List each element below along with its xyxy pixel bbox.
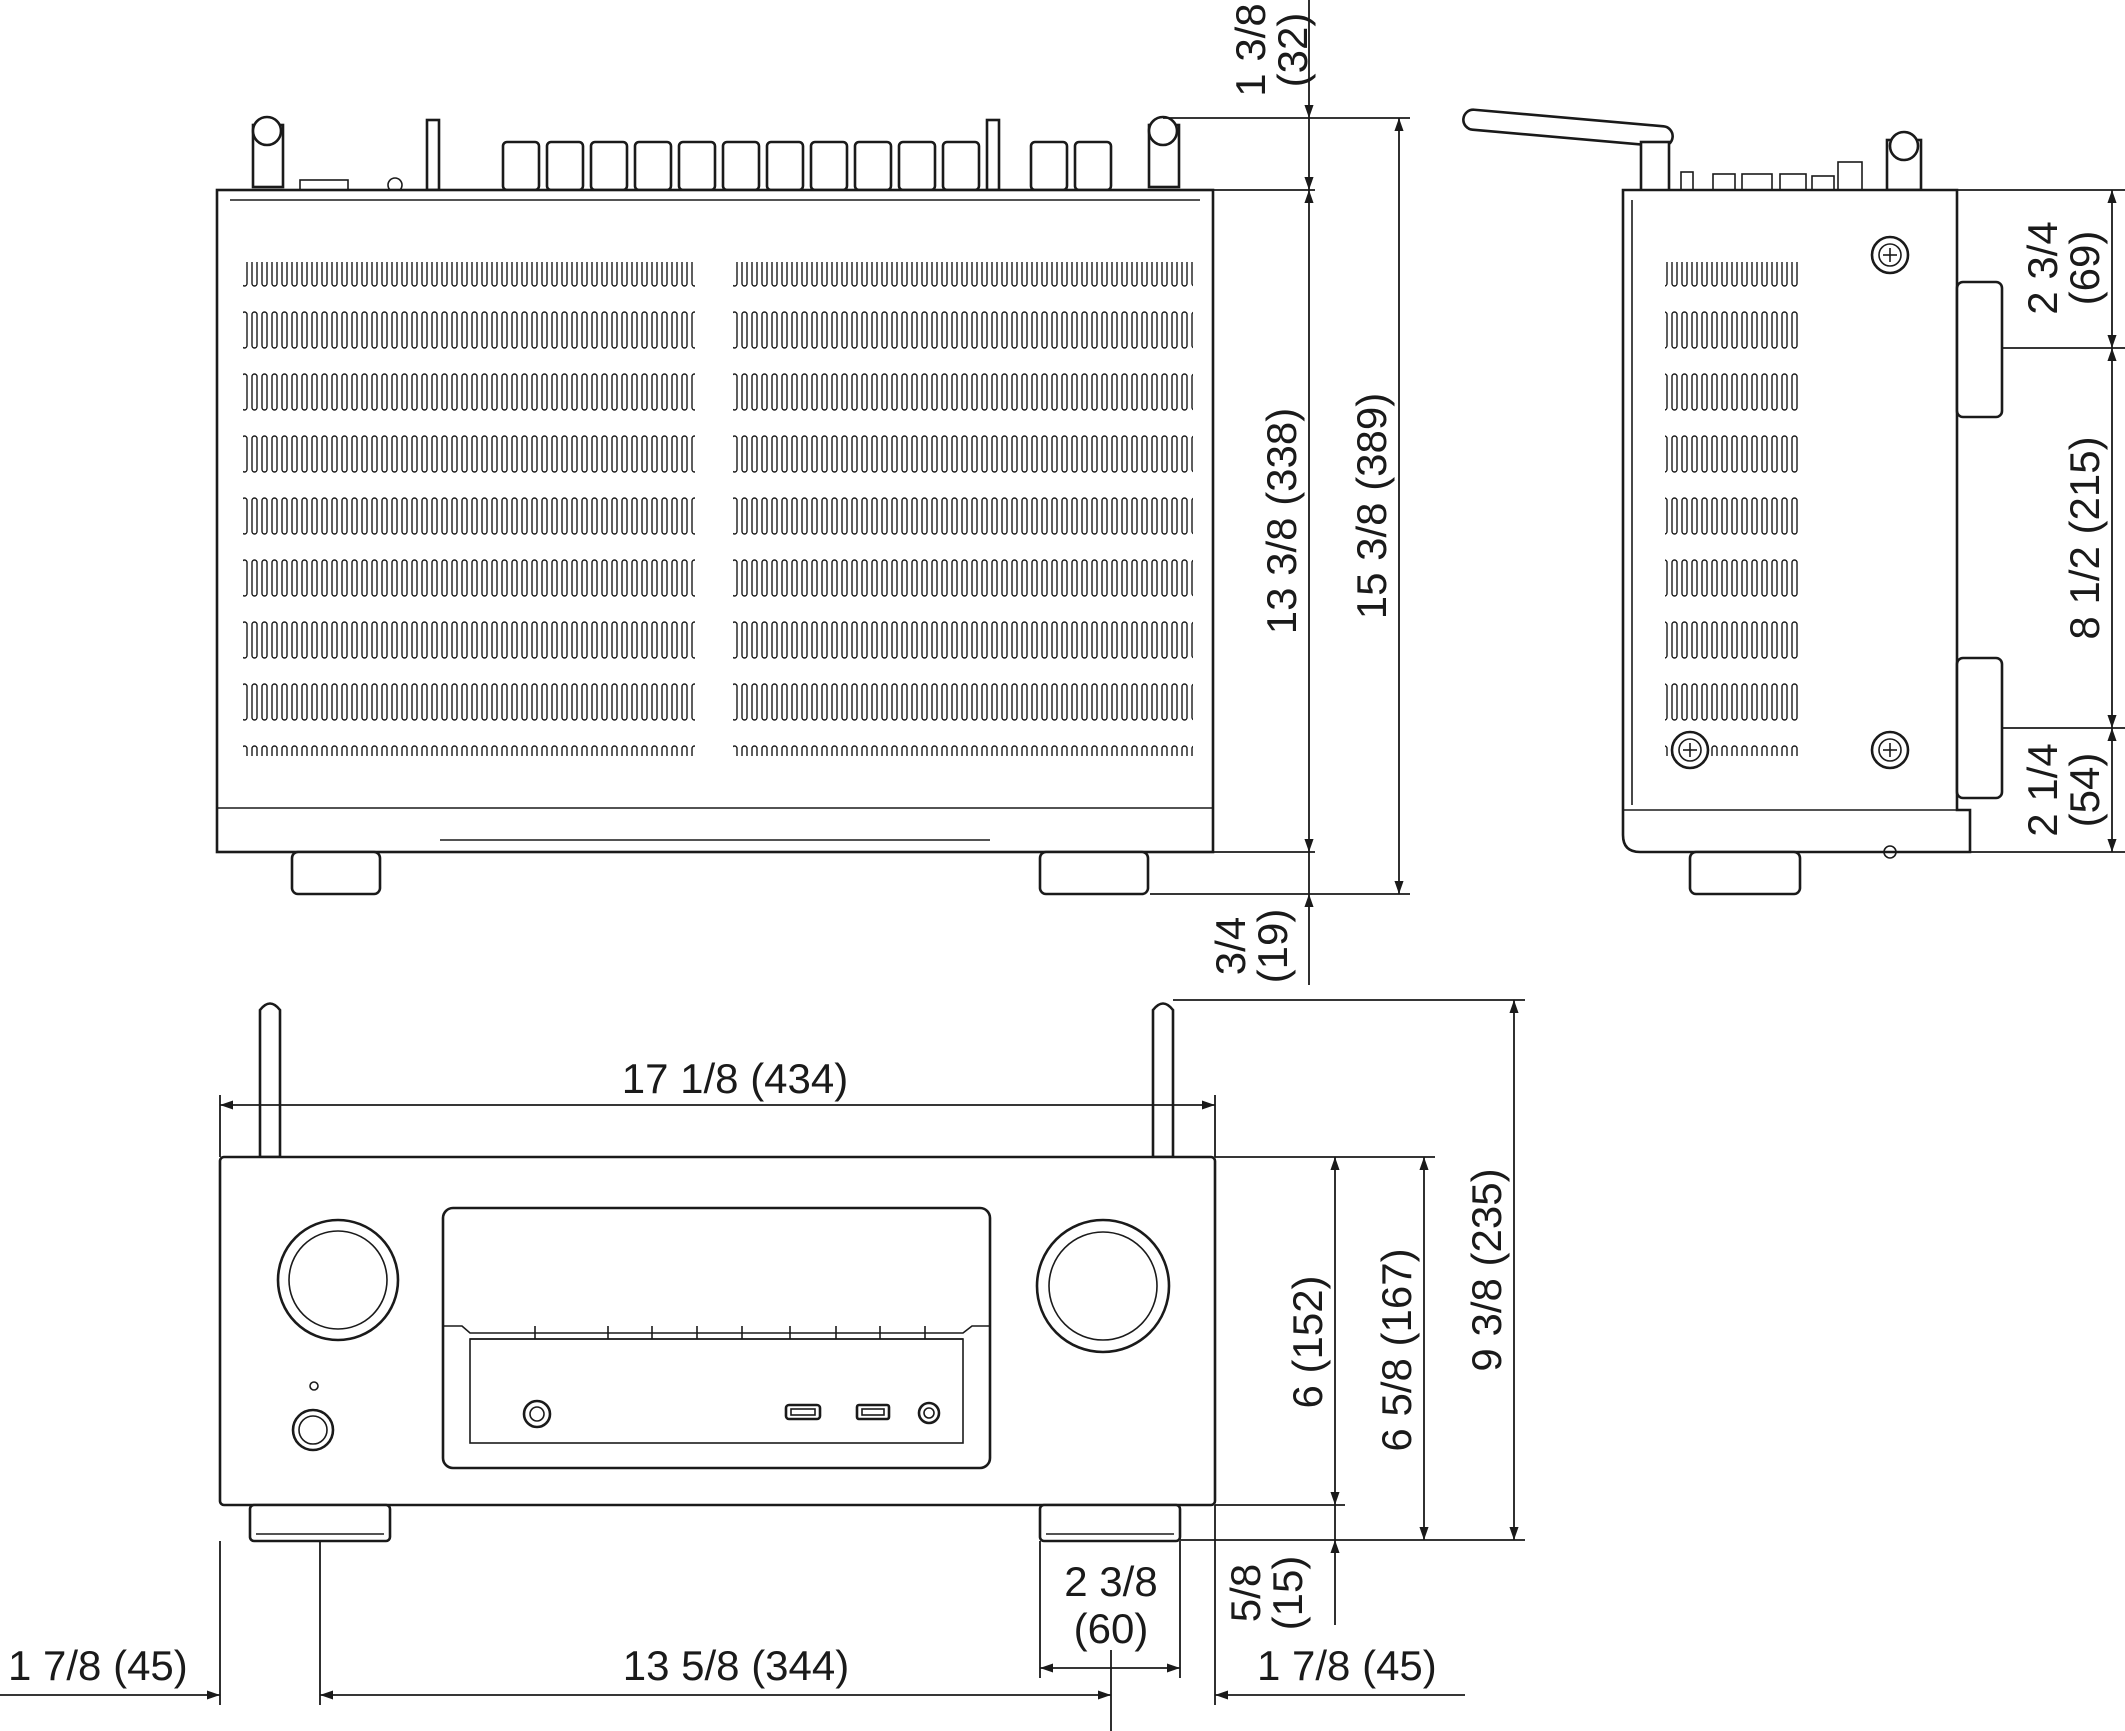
top-foot-right xyxy=(1038,850,1150,896)
side-antenna xyxy=(1462,108,1674,194)
hdmi-port xyxy=(784,1403,822,1421)
side-knob-lower xyxy=(1955,656,2004,800)
side-screw-top xyxy=(1870,235,1910,275)
side-view xyxy=(1462,108,2004,896)
side-upper-line1: 2 3/4 xyxy=(2019,221,2066,314)
clearance-top-line2: (32) xyxy=(1269,13,1316,88)
front-width-label: 17 1/8 (434) xyxy=(622,1055,849,1102)
side-screw-bottom-right xyxy=(1870,730,1910,770)
power-button xyxy=(291,1408,335,1452)
front-input-panel xyxy=(469,1338,964,1444)
setup-mic-jack xyxy=(917,1401,941,1425)
display-panel xyxy=(441,1206,992,1470)
front-antenna-left xyxy=(258,1002,282,1159)
top-vents-left xyxy=(243,262,695,756)
side-lower-label: 2 1/4 (54) xyxy=(2019,743,2108,836)
side-lower-line1: 2 1/4 xyxy=(2019,743,2066,836)
left-foot-offset-label: 1 7/8 (45) xyxy=(8,1642,188,1689)
clearance-top-line1: 1 3/8 xyxy=(1227,3,1274,96)
rear-terminals xyxy=(251,115,1181,193)
foot-height-line2: (15) xyxy=(1264,1556,1311,1631)
side-upper-label: 2 3/4 (69) xyxy=(2019,221,2108,314)
front-view xyxy=(218,1002,1217,1543)
side-vents xyxy=(1665,262,1800,756)
side-upper-line2: (69) xyxy=(2061,231,2108,306)
clearance-bottom-line2: (19) xyxy=(1249,909,1296,984)
foot-height-label: 5/8 (15) xyxy=(1222,1556,1311,1631)
power-indicator xyxy=(309,1381,319,1391)
foot-height-line1: 5/8 xyxy=(1222,1564,1269,1622)
side-view-dimensions xyxy=(1957,189,2125,853)
total-height-label: 9 3/8 (235) xyxy=(1463,1168,1510,1371)
total-depth-label: 15 3/8 (389) xyxy=(1348,393,1395,620)
height-with-feet-label: 6 5/8 (167) xyxy=(1373,1248,1420,1451)
body-height-label: 6 (152) xyxy=(1284,1275,1331,1408)
clearance-bottom-label: 3/4 (19) xyxy=(1207,909,1296,984)
usb-port xyxy=(855,1403,891,1421)
front-antenna-right xyxy=(1151,1002,1175,1159)
headphone-jack xyxy=(522,1399,552,1429)
top-vents-right xyxy=(733,262,1193,756)
top-view-dimensions xyxy=(1150,0,1410,985)
foot-width-line2: (60) xyxy=(1074,1605,1149,1652)
front-foot-right xyxy=(1038,1503,1182,1543)
clearance-bottom-line1: 3/4 xyxy=(1207,917,1254,975)
foot-spacing-label: 13 5/8 (344) xyxy=(623,1642,850,1689)
side-knob-upper xyxy=(1955,280,2004,419)
front-view-dimensions xyxy=(0,999,1525,1731)
front-buttons xyxy=(534,1326,926,1339)
front-foot-left xyxy=(248,1503,392,1543)
side-screw-bottom-left xyxy=(1670,730,1710,770)
foot-width-line1: 2 3/8 xyxy=(1064,1558,1157,1605)
right-foot-offset-label: 1 7/8 (45) xyxy=(1257,1642,1437,1689)
top-foot-left xyxy=(290,850,382,896)
side-middle-label: 8 1/2 (215) xyxy=(2061,436,2108,639)
top-view xyxy=(215,115,1215,896)
side-foot xyxy=(1688,850,1802,896)
body-depth-label: 13 3/8 (338) xyxy=(1258,408,1305,635)
input-selector-knob xyxy=(276,1218,400,1342)
clearance-top-label: 1 3/8 (32) xyxy=(1227,3,1316,96)
volume-knob xyxy=(1035,1218,1171,1354)
side-lower-line2: (54) xyxy=(2061,753,2108,828)
